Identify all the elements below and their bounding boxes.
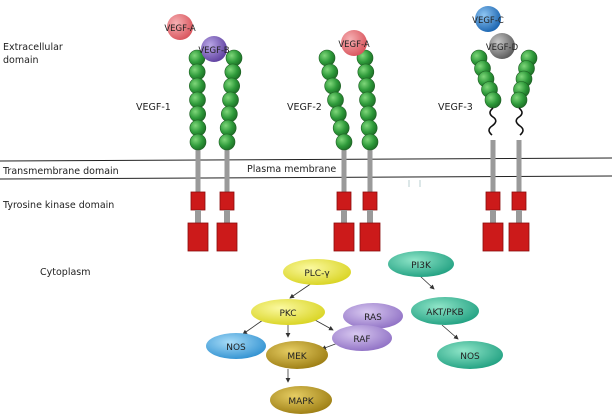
transmembrane-segment — [516, 140, 522, 195]
ig-domain — [189, 91, 206, 109]
kinase-domain-small — [190, 191, 206, 211]
receptor-vegf2 — [318, 49, 381, 252]
svg-text:RAS: RAS — [364, 313, 382, 323]
ig-domain — [218, 133, 236, 151]
ig-domain — [327, 91, 344, 109]
receptor-label-vegf2: VEGF-2 — [287, 102, 322, 113]
kinase-domain-large — [482, 222, 504, 252]
node-mek: MEK — [266, 341, 328, 369]
transmembrane-segment — [341, 140, 347, 195]
extracellular-domain-label: Extracellular domain — [3, 42, 63, 66]
ig-domain — [222, 91, 239, 109]
node-pi3k: PI3K — [388, 251, 454, 277]
kinase-domain-small — [485, 191, 501, 211]
ligand-vegf-b: VEGF-B — [198, 36, 230, 62]
ligand-vegf-a-1: VEGF-A — [164, 14, 196, 40]
kinase-domain-small — [362, 191, 378, 211]
transmembrane-segment — [195, 140, 201, 195]
svg-text:MAPK: MAPK — [288, 397, 314, 407]
kinase-linker — [516, 210, 522, 224]
cleaved-linker — [515, 107, 524, 136]
ig-domain — [189, 77, 206, 95]
kinase-domain-large — [187, 222, 209, 252]
kinase-domain-small — [336, 191, 352, 211]
ig-domain — [360, 119, 378, 137]
kinase-domain-small — [219, 191, 235, 211]
ligand-label: VEGF-A — [164, 24, 196, 34]
ig-domain — [189, 105, 206, 123]
transmembrane-segment — [367, 140, 373, 195]
svg-text:PKC: PKC — [279, 309, 296, 319]
ligand-label: VEGF-B — [198, 46, 229, 56]
svg-text:PLC-γ: PLC-γ — [304, 269, 330, 279]
ig-domain — [358, 77, 375, 95]
kinase-linker — [490, 210, 496, 224]
ig-domain — [221, 105, 238, 123]
kinase-linker — [341, 210, 347, 224]
ig-domain — [318, 49, 336, 67]
transmembrane-segment — [490, 140, 496, 195]
transmembrane-segment — [224, 140, 230, 195]
ligand-vegf-c: VEGF-C — [472, 6, 504, 32]
ig-domain — [219, 119, 237, 137]
ligand-label: VEGF-A — [338, 40, 370, 50]
node-akt-pkb: AKT/PKB — [411, 297, 479, 325]
ig-domain — [324, 77, 341, 95]
ig-domain — [224, 63, 242, 81]
kinase-domain-large — [359, 222, 381, 252]
svg-text:NOS: NOS — [460, 352, 480, 362]
kinase-domain-large — [216, 222, 238, 252]
kinase-domain-large — [508, 222, 530, 252]
node-nos-left: NOS — [206, 333, 266, 359]
svg-text:PI3K: PI3K — [411, 261, 432, 271]
ligand-label: VEGF-D — [486, 43, 519, 53]
kinase-domain-small — [511, 191, 527, 211]
ig-domain — [335, 133, 353, 151]
cleaved-linker — [488, 107, 497, 136]
ligand-vegf-d: VEGF-D — [486, 33, 519, 59]
node-pkc: PKC — [251, 299, 325, 325]
cytoplasm-label: Cytoplasm — [40, 267, 91, 278]
plasma-membrane-label: Plasma membrane — [247, 164, 337, 175]
ligand-vegf-a-2: VEGF-A — [338, 30, 370, 56]
ig-domain — [321, 63, 339, 81]
transmembrane-domain-label: Transmembrane domain — [3, 166, 119, 177]
kinase-linker — [224, 210, 230, 224]
receptor-label-vegf1: VEGF-1 — [136, 102, 171, 113]
node-plc-gamma: PLC-γ — [283, 259, 351, 285]
ig-domain — [332, 119, 350, 137]
svg-text:AKT/PKB: AKT/PKB — [426, 308, 463, 318]
plasma-membrane — [0, 157, 612, 187]
receptor-vegf3 — [470, 49, 538, 252]
ig-domain — [360, 105, 377, 123]
node-raf: RAF — [332, 325, 392, 351]
node-ras: RAS — [343, 303, 403, 329]
kinase-domain-large — [333, 222, 355, 252]
ig-domain — [359, 91, 376, 109]
ig-domain — [330, 105, 347, 123]
node-mapk: MAPK — [270, 386, 332, 414]
ligand-label: VEGF-C — [472, 16, 504, 26]
ig-domain — [357, 63, 375, 81]
signaling-arrows — [242, 275, 459, 383]
ig-domain — [361, 133, 379, 151]
svg-text:MEK: MEK — [287, 352, 307, 362]
ig-domain — [484, 91, 502, 109]
kinase-linker — [195, 210, 201, 224]
receptor-vegf1 — [187, 49, 243, 252]
ig-domain — [510, 91, 528, 109]
svg-text:NOS: NOS — [226, 343, 246, 353]
svg-text:RAF: RAF — [353, 335, 370, 345]
kinase-linker — [367, 210, 373, 224]
ig-domain — [223, 77, 240, 95]
ig-domain — [188, 63, 206, 81]
ig-domain — [189, 119, 207, 137]
receptor-label-vegf3: VEGF-3 — [438, 102, 473, 113]
tyrosine-kinase-domain-label: Tyrosine kinase domain — [3, 200, 115, 211]
node-nos-right: NOS — [437, 341, 503, 369]
ig-domain — [189, 133, 207, 151]
